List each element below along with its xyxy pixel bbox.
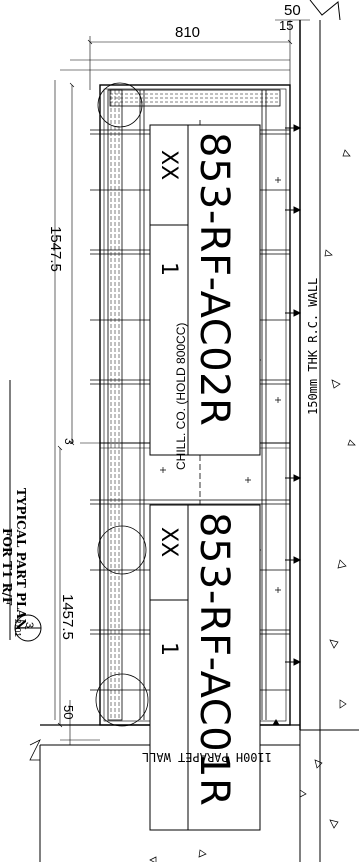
equipment-qty-label-1: XX — [156, 150, 181, 181]
center-note: CHILL. CO. (HOLD 800CC) — [174, 322, 188, 470]
equipment-qty-value-1: 1 — [156, 262, 181, 276]
rc-wall — [299, 0, 359, 862]
dim-810: 810 — [175, 24, 201, 41]
dim-50-left: 50 — [61, 705, 76, 720]
title-line-1: TYPICAL PART PLAN — [14, 488, 28, 630]
equipment-qty-label-2: XX — [156, 527, 181, 558]
dim-50-top: 50 — [284, 2, 301, 19]
title-line-2: FOR T1 R/F — [0, 528, 14, 606]
dimension-lines — [54, 19, 310, 745]
dim-3: 3 — [62, 438, 76, 445]
parapet-wall-label: 1100H PARAPET WALL — [141, 750, 272, 764]
dim-15-top: 15 — [279, 18, 294, 33]
dim-1547: 1547.5 — [47, 226, 64, 272]
equipment-qty-value-2: 1 — [156, 642, 181, 656]
callout-circles — [95, 82, 149, 727]
equipment-boxes — [149, 124, 261, 831]
title-bubble — [9, 380, 42, 642]
title-bubble-top: 3 — [23, 622, 35, 629]
side-wall-label: 150mm THK R.C. WALL — [306, 277, 320, 415]
dim-1457: 1457.5 — [59, 594, 76, 640]
title-bubble-bottom: 2101 — [13, 619, 22, 637]
equipment-tag-ac02r: 853-RF-AC02R — [191, 132, 237, 427]
